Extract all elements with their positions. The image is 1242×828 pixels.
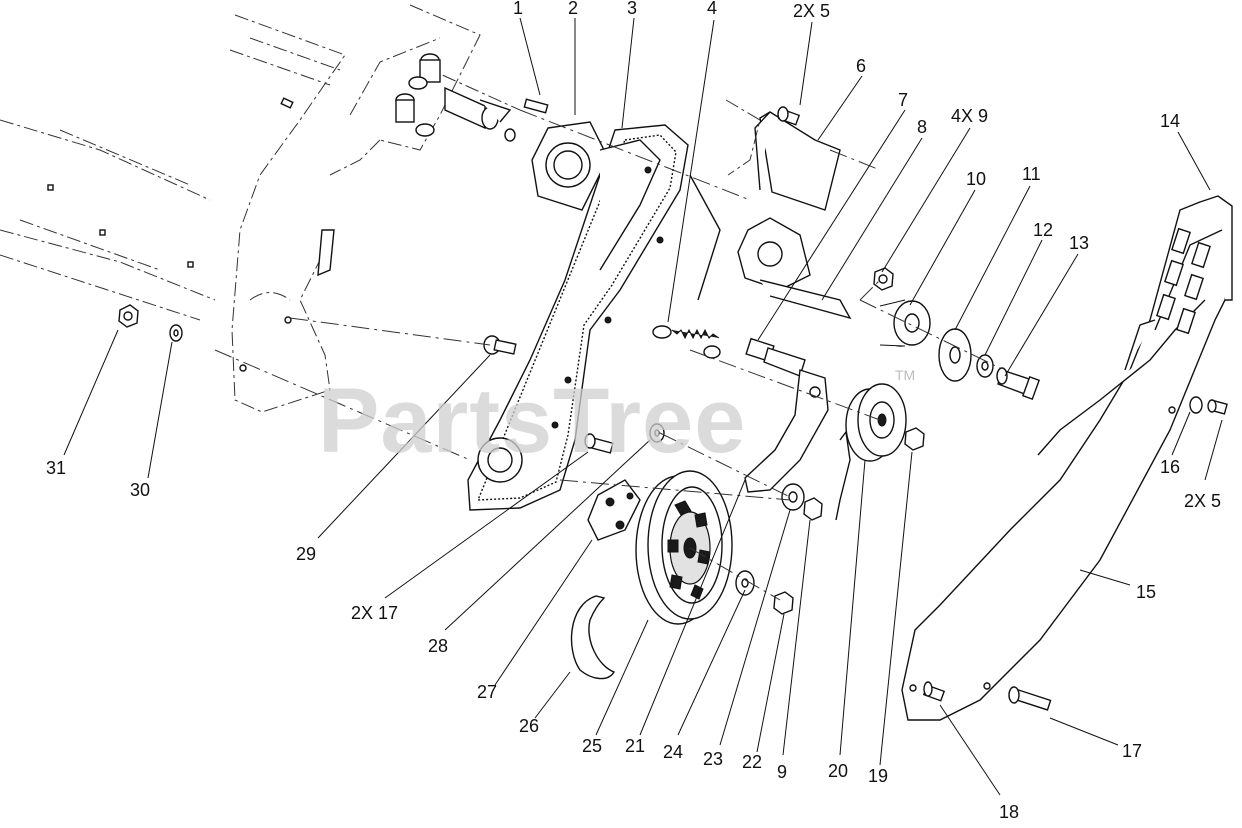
part-4-spring bbox=[652, 325, 721, 359]
part-17-bolt-left bbox=[584, 433, 614, 454]
part-30-washer bbox=[169, 324, 183, 342]
part-29-screw bbox=[483, 335, 517, 355]
part-31-nut bbox=[118, 304, 139, 328]
part-5-screw-top bbox=[777, 106, 801, 126]
part-1-pin bbox=[523, 98, 549, 114]
callout-21: 21 bbox=[625, 736, 645, 756]
callout-9-top: 4X 9 bbox=[951, 106, 988, 126]
retainer-clip bbox=[835, 430, 851, 521]
part-5-screw-right bbox=[1207, 399, 1228, 415]
part-19-nut bbox=[904, 427, 925, 451]
part-28-washer bbox=[649, 423, 665, 443]
callout-17-left: 2X 17 bbox=[351, 603, 398, 623]
part-22-nut bbox=[773, 591, 794, 615]
callout-labels: 1 2 3 4 2X 5 6 7 8 4X 9 10 11 12 13 14 1… bbox=[46, 0, 1221, 822]
callout-13: 13 bbox=[1069, 233, 1089, 253]
callout-24: 24 bbox=[663, 742, 683, 762]
callout-11: 11 bbox=[1022, 164, 1041, 184]
callout-28: 28 bbox=[428, 636, 448, 656]
callout-1: 1 bbox=[513, 0, 523, 18]
part-10-bushing bbox=[879, 299, 931, 347]
callout-22: 22 bbox=[742, 752, 762, 772]
callout-17-right: 17 bbox=[1122, 741, 1142, 761]
part-13-bolt bbox=[996, 367, 1041, 401]
callout-5-right: 2X 5 bbox=[1184, 491, 1221, 511]
part-2-plate bbox=[531, 121, 609, 211]
part-3-side-plate bbox=[467, 124, 721, 511]
part-7-bolt bbox=[745, 337, 806, 377]
callout-23: 23 bbox=[703, 749, 723, 769]
part-21-large-pulley bbox=[635, 470, 733, 625]
callout-27: 27 bbox=[477, 682, 497, 702]
callout-8: 8 bbox=[917, 117, 927, 137]
callout-19: 19 bbox=[868, 766, 888, 786]
part-26-belt-guide bbox=[570, 595, 616, 680]
watermark-trademark: TM bbox=[895, 367, 915, 383]
callout-12: 12 bbox=[1033, 220, 1053, 240]
callout-31: 31 bbox=[46, 458, 66, 478]
callout-7: 7 bbox=[898, 90, 908, 110]
callout-2: 2 bbox=[568, 0, 578, 18]
callout-5-top: 2X 5 bbox=[793, 1, 830, 21]
callout-15: 15 bbox=[1136, 582, 1156, 602]
idler-mount-bracket bbox=[737, 217, 852, 320]
part-27-link bbox=[587, 479, 641, 541]
part-17-bolt-right bbox=[1008, 686, 1052, 711]
callout-26: 26 bbox=[519, 716, 539, 736]
part-15-belt-cover bbox=[901, 195, 1233, 721]
center-lines bbox=[214, 109, 1001, 601]
part-9-nut-lower bbox=[803, 497, 823, 521]
callout-25: 25 bbox=[582, 736, 602, 756]
callout-4: 4 bbox=[707, 0, 717, 18]
callout-10: 10 bbox=[966, 169, 986, 189]
part-9-nut-top bbox=[873, 267, 894, 291]
watermark-text: PartsTree bbox=[318, 370, 746, 472]
callout-30: 30 bbox=[130, 480, 150, 500]
part-16-washer bbox=[1189, 396, 1203, 414]
callout-9-bottom: 9 bbox=[777, 762, 787, 782]
part-23-washer bbox=[781, 483, 805, 511]
part-6-bracket bbox=[725, 99, 841, 211]
callout-18: 18 bbox=[999, 802, 1019, 822]
part-20-pulley bbox=[845, 383, 907, 462]
part-18-screw bbox=[922, 681, 946, 702]
part-11-washer bbox=[938, 328, 972, 382]
callout-20: 20 bbox=[828, 761, 848, 781]
housing-pins bbox=[395, 53, 516, 142]
part-12-washer bbox=[976, 354, 994, 378]
callout-3: 3 bbox=[627, 0, 637, 18]
idler-arm bbox=[744, 369, 829, 493]
callout-16: 16 bbox=[1160, 457, 1180, 477]
callout-6: 6 bbox=[856, 56, 866, 76]
callout-14: 14 bbox=[1160, 111, 1180, 131]
callout-29: 29 bbox=[296, 544, 316, 564]
leader-lines bbox=[63, 17, 1223, 796]
housing-frame bbox=[0, 4, 521, 413]
